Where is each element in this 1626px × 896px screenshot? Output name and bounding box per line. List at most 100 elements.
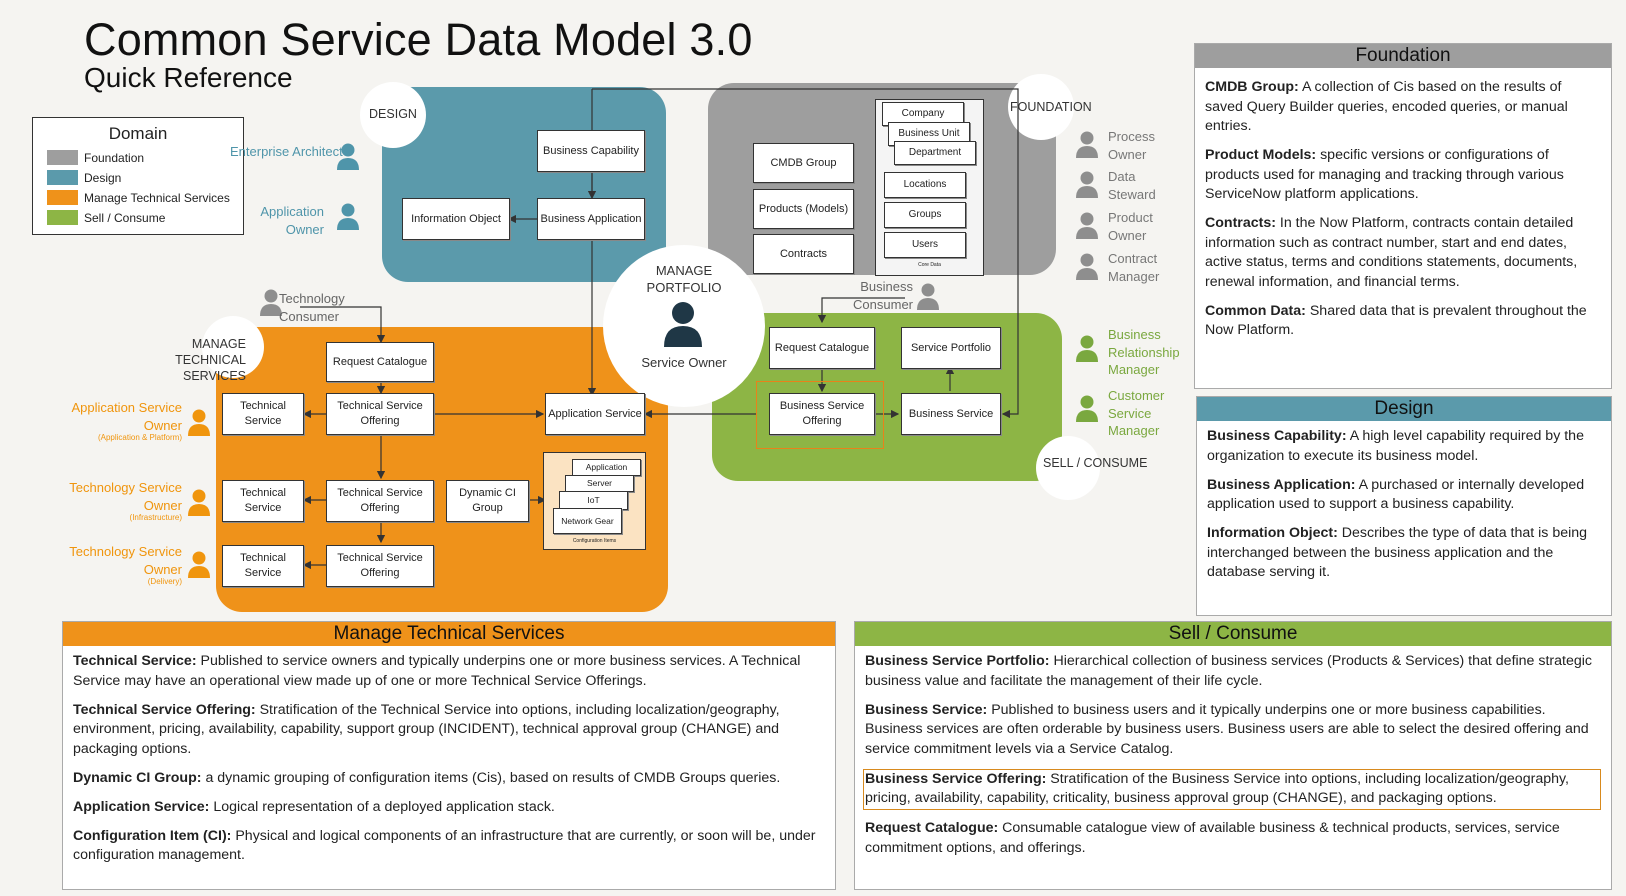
sell-item-highlighted: Business Service Offering: Stratificatio… bbox=[863, 768, 1601, 810]
process-owner-icon bbox=[1076, 131, 1098, 158]
sell-item: Business Service Portfolio: Hierarchical… bbox=[865, 653, 1593, 689]
enterprise-architect-label: Enterprise Architect bbox=[230, 144, 343, 159]
design-panel: Design Business Capability: A high level… bbox=[1196, 396, 1612, 616]
technical-service-box-2: Technical Service bbox=[222, 480, 304, 522]
legend-item-design: Design bbox=[47, 170, 121, 185]
technical-service-offering-box-3: Technical Service Offering bbox=[326, 545, 434, 587]
page-subtitle: Quick Reference bbox=[84, 62, 293, 93]
sell-item: Business Service: Published to business … bbox=[865, 701, 1589, 757]
business-capability-box: Business Capability bbox=[537, 130, 645, 172]
legend-label: Design bbox=[84, 170, 122, 185]
process-owner-label: Process Owner bbox=[1108, 129, 1155, 162]
manage-label-circle bbox=[202, 316, 264, 378]
manage-item: Dynamic CI Group: a dynamic grouping of … bbox=[73, 769, 781, 786]
sell-item: Request Catalogue: Consumable catalogue … bbox=[865, 820, 1560, 856]
foundation-panel: Foundation CMDB Group: A collection of C… bbox=[1194, 43, 1612, 389]
brm-label: Business Relationship Manager bbox=[1108, 327, 1180, 378]
technical-service-box-1: Technical Service bbox=[222, 393, 304, 435]
business-service-box: Business Service bbox=[901, 393, 1001, 435]
legend-swatch bbox=[47, 210, 78, 225]
technology-consumer-label: Technology Consumer bbox=[279, 291, 345, 324]
groups-box: Groups bbox=[884, 202, 966, 228]
manage-label: MANAGE TECHNICAL SERVICES bbox=[175, 337, 246, 383]
manage-item: Technical Service: Published to service … bbox=[73, 653, 801, 689]
foundation-label: FOUNDATION bbox=[1010, 100, 1092, 114]
business-application-box: Business Application bbox=[537, 198, 645, 240]
sell-label: SELL / CONSUME bbox=[1043, 456, 1148, 470]
foundation-item: Contracts: In the Now Platform, contract… bbox=[1205, 215, 1578, 290]
foundation-panel-heading: Foundation bbox=[1195, 44, 1611, 68]
design-label: DESIGN bbox=[369, 107, 417, 121]
sell-panel-heading: Sell / Consume bbox=[855, 622, 1611, 646]
csm-label: Customer Service Manager bbox=[1108, 388, 1165, 439]
manage-portfolio-label: MANAGE PORTFOLIO bbox=[646, 263, 722, 295]
business-service-offering-highlight bbox=[756, 381, 884, 449]
foundation-item: CMDB Group: A collection of Cis based on… bbox=[1205, 79, 1568, 134]
business-consumer-icon bbox=[917, 283, 939, 310]
tech-request-catalogue-box: Request Catalogue bbox=[326, 342, 434, 382]
data-steward-label: Data Steward bbox=[1108, 169, 1156, 202]
app-service-owner-sub: (Application & Platform) bbox=[97, 433, 182, 443]
technical-service-offering-box-1: Technical Service Offering bbox=[326, 393, 434, 435]
legend-swatch bbox=[47, 190, 78, 205]
brm-icon bbox=[1076, 335, 1098, 362]
application-owner-icon bbox=[337, 203, 359, 230]
legend-label: Manage Technical Services bbox=[84, 190, 230, 205]
contract-manager-label: Contract Manager bbox=[1108, 251, 1160, 284]
ci-network-gear-box: Network Gear bbox=[553, 508, 622, 534]
design-item: Business Capability: A high level capabi… bbox=[1207, 428, 1584, 464]
design-panel-heading: Design bbox=[1197, 397, 1611, 421]
design-item: Business Application: A purchased or int… bbox=[1207, 476, 1585, 513]
tech-owner-delivery-text: Technology Service Owner bbox=[69, 544, 182, 577]
service-owner-icon bbox=[664, 302, 702, 347]
locations-box: Locations bbox=[884, 172, 966, 198]
users-box: Users bbox=[884, 232, 966, 258]
manage-panel-heading: Manage Technical Services bbox=[63, 622, 835, 646]
business-service-offering-box: Business Service Offering bbox=[769, 393, 875, 435]
contracts-box: Contracts bbox=[753, 234, 854, 274]
contract-manager-icon bbox=[1076, 253, 1098, 280]
sell-panel: Sell / Consume Business Service Portfoli… bbox=[854, 621, 1612, 890]
page-title: Common Service Data Model 3.0 bbox=[84, 14, 753, 65]
tech-owner-infra-label: Technology Service Owner (Infrastructure… bbox=[60, 479, 182, 523]
design-label-circle bbox=[360, 82, 426, 148]
technical-service-box-3: Technical Service bbox=[222, 545, 304, 587]
tech-owner-infra-icon bbox=[188, 489, 210, 516]
application-owner-label: Application Owner bbox=[260, 204, 324, 237]
information-object-box: Information Object bbox=[402, 198, 510, 240]
legend-item-foundation: Foundation bbox=[47, 150, 144, 165]
technical-service-offering-box-2: Technical Service Offering bbox=[326, 480, 434, 522]
legend-label: Foundation bbox=[84, 150, 145, 165]
legend-item-sell: Sell / Consume bbox=[47, 210, 165, 225]
manage-portfolio-circle bbox=[603, 245, 765, 407]
domain-legend: Domain Foundation Design Manage Technica… bbox=[32, 117, 244, 235]
app-service-owner-icon bbox=[188, 409, 210, 436]
products-models-box: Products (Models) bbox=[753, 189, 854, 229]
manage-panel: Manage Technical Services Technical Serv… bbox=[62, 621, 836, 890]
business-consumer-label: Business Consumer bbox=[853, 279, 913, 312]
foundation-item: Common Data: Shared data that is prevale… bbox=[1205, 302, 1587, 339]
legend-swatch bbox=[47, 170, 78, 185]
core-data-caption: Core Data bbox=[918, 262, 941, 268]
ci-caption: Configuration Items bbox=[572, 538, 617, 544]
manage-item: Application Service: Logical representat… bbox=[73, 798, 555, 815]
product-owner-label: Product Owner bbox=[1108, 210, 1153, 243]
tech-owner-delivery-sub: (Delivery) bbox=[147, 577, 182, 587]
service-owner-label: Service Owner bbox=[641, 355, 727, 370]
core-data-container: Company Business Unit Department Locatio… bbox=[875, 99, 984, 276]
tech-owner-infra-sub: (Infrastructure) bbox=[129, 513, 182, 523]
foundation-item: Product Models: specific versions or con… bbox=[1205, 147, 1564, 202]
design-domain-panel bbox=[382, 87, 666, 282]
tech-owner-delivery-icon bbox=[188, 551, 210, 578]
data-steward-icon bbox=[1076, 171, 1098, 198]
manage-item: Technical Service Offering: Stratificati… bbox=[73, 701, 780, 757]
tech-owner-delivery-label: Technology Service Owner (Delivery) bbox=[60, 543, 182, 587]
product-owner-icon bbox=[1076, 212, 1098, 239]
business-request-catalogue-box: Request Catalogue bbox=[769, 327, 875, 369]
legend-label: Sell / Consume bbox=[84, 210, 166, 225]
legend-swatch bbox=[47, 150, 78, 165]
csm-icon bbox=[1076, 395, 1098, 422]
application-service-box: Application Service bbox=[545, 393, 645, 435]
